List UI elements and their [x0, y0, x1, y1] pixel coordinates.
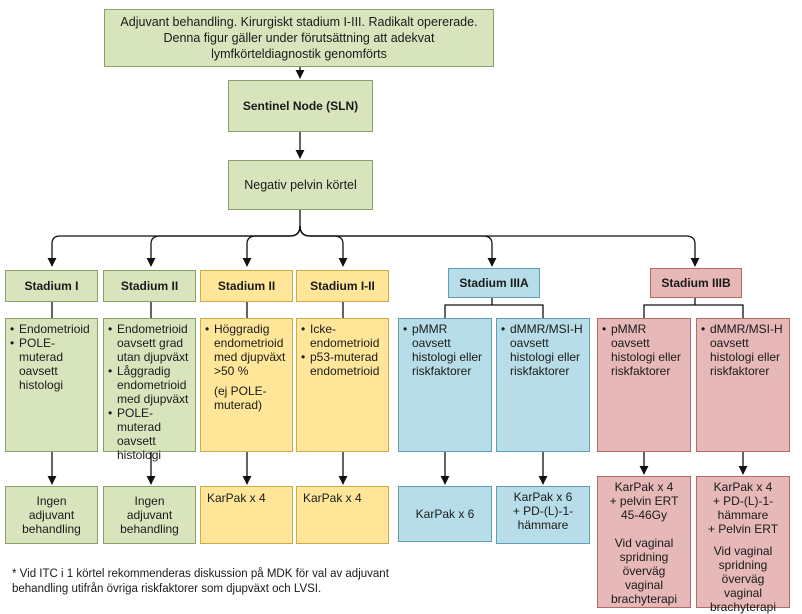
criteria-item: Höggradig endometrioid med djupväxt >50 …	[205, 322, 288, 378]
treatment-regimen: KarPak x 4 + pelvin ERT 45-46Gy	[609, 480, 679, 522]
stage-header-col4: Stadium I-II	[296, 270, 389, 302]
criteria-item: Endometrioid	[10, 322, 93, 336]
treatment-box-iiia-2: KarPak x 6 + PD-(L)-1-hämmare	[496, 486, 590, 544]
criteria-box-col2: Endometrioid oavsett grad utan djupväxt …	[103, 318, 196, 462]
criteria-box-iiib-1: pMMR oavsett histologi eller riskfaktore…	[597, 318, 691, 452]
edge-branch-col4	[299, 225, 348, 267]
negative-node-box: Negativ pelvin körtel	[228, 160, 373, 210]
treatment-note: Vid vaginal spridning överväg vaginal br…	[610, 536, 678, 606]
criteria-box-iiia-1: pMMR oavsett histologi eller riskfaktore…	[398, 318, 492, 452]
stage-header-col2: Stadium II	[103, 270, 196, 302]
edge-iiib-split	[643, 298, 744, 318]
edge-neg-branch	[47, 210, 301, 267]
treatment-regimen: KarPak x 4 + PD-(L)-1-hämmare + Pelvin E…	[707, 480, 779, 536]
criteria-item: POLE-muterad oavsett histologi	[10, 336, 93, 392]
edge-iiia-split	[444, 298, 544, 318]
treatment-box-col4: KarPak x 4	[296, 486, 389, 544]
edge-branch-iiia	[299, 225, 497, 267]
treatment-note: Vid vaginal spridning överväg vaginal br…	[709, 544, 777, 614]
treatment-box-iiia-1: KarPak x 6	[398, 486, 492, 542]
criteria-box-iiib-2: dMMR/MSI-H oavsett histologi eller riskf…	[696, 318, 790, 452]
criteria-box-iiia-2: dMMR/MSI-H oavsett histologi eller riskf…	[496, 318, 590, 452]
treatment-box-col1: Ingen adjuvant behandling	[5, 486, 98, 544]
criteria-note: (ej POLE-muterad)	[214, 384, 267, 412]
stage-header-col1: Stadium I	[5, 270, 98, 302]
treatment-box-col3: KarPak x 4	[200, 486, 293, 544]
criteria-item: Endometrioid oavsett grad utan djupväxt	[108, 322, 191, 364]
footnote: * Vid ITC i 1 körtel rekommenderas disku…	[12, 568, 389, 595]
stage-header-iiia: Stadium IIIA	[448, 268, 540, 298]
stage-header-iiib: Stadium IIIB	[650, 268, 742, 298]
criteria-box-col4: Icke-endometrioid p53-muterad endometrio…	[296, 318, 389, 452]
treatment-box-iiib-2: KarPak x 4 + PD-(L)-1-hämmare + Pelvin E…	[696, 476, 790, 614]
sln-box: Sentinel Node (SLN)	[228, 80, 373, 132]
edge-branch-col2	[146, 225, 301, 267]
treatment-box-iiib-1: KarPak x 4 + pelvin ERT 45-46Gy Vid vagi…	[597, 476, 691, 608]
criteria-item: pMMR oavsett histologi eller riskfaktore…	[403, 322, 487, 378]
treatment-box-col2: Ingen adjuvant behandling	[103, 486, 196, 544]
criteria-item: p53-muterad endometrioid	[301, 350, 384, 378]
criteria-box-col3: Höggradig endometrioid med djupväxt >50 …	[200, 318, 293, 452]
criteria-item: Icke-endometrioid	[301, 322, 384, 350]
criteria-item: dMMR/MSI-H oavsett histologi eller riskf…	[501, 322, 585, 378]
edge-branch-iiib	[299, 225, 700, 267]
criteria-item: dMMR/MSI-H oavsett histologi eller riskf…	[701, 322, 785, 378]
criteria-item: pMMR oavsett histologi eller riskfaktore…	[602, 322, 686, 378]
top-box: Adjuvant behandling. Kirurgiskt stadium …	[104, 9, 494, 67]
stage-header-col3: Stadium II	[200, 270, 293, 302]
criteria-item: Låggradig endometrioid med djupväxt	[108, 364, 191, 406]
criteria-item: POLE-muterad oavsett histologi	[108, 406, 191, 462]
edge-branch-col3	[242, 225, 301, 267]
criteria-box-col1: Endometrioid POLE-muterad oavsett histol…	[5, 318, 98, 452]
